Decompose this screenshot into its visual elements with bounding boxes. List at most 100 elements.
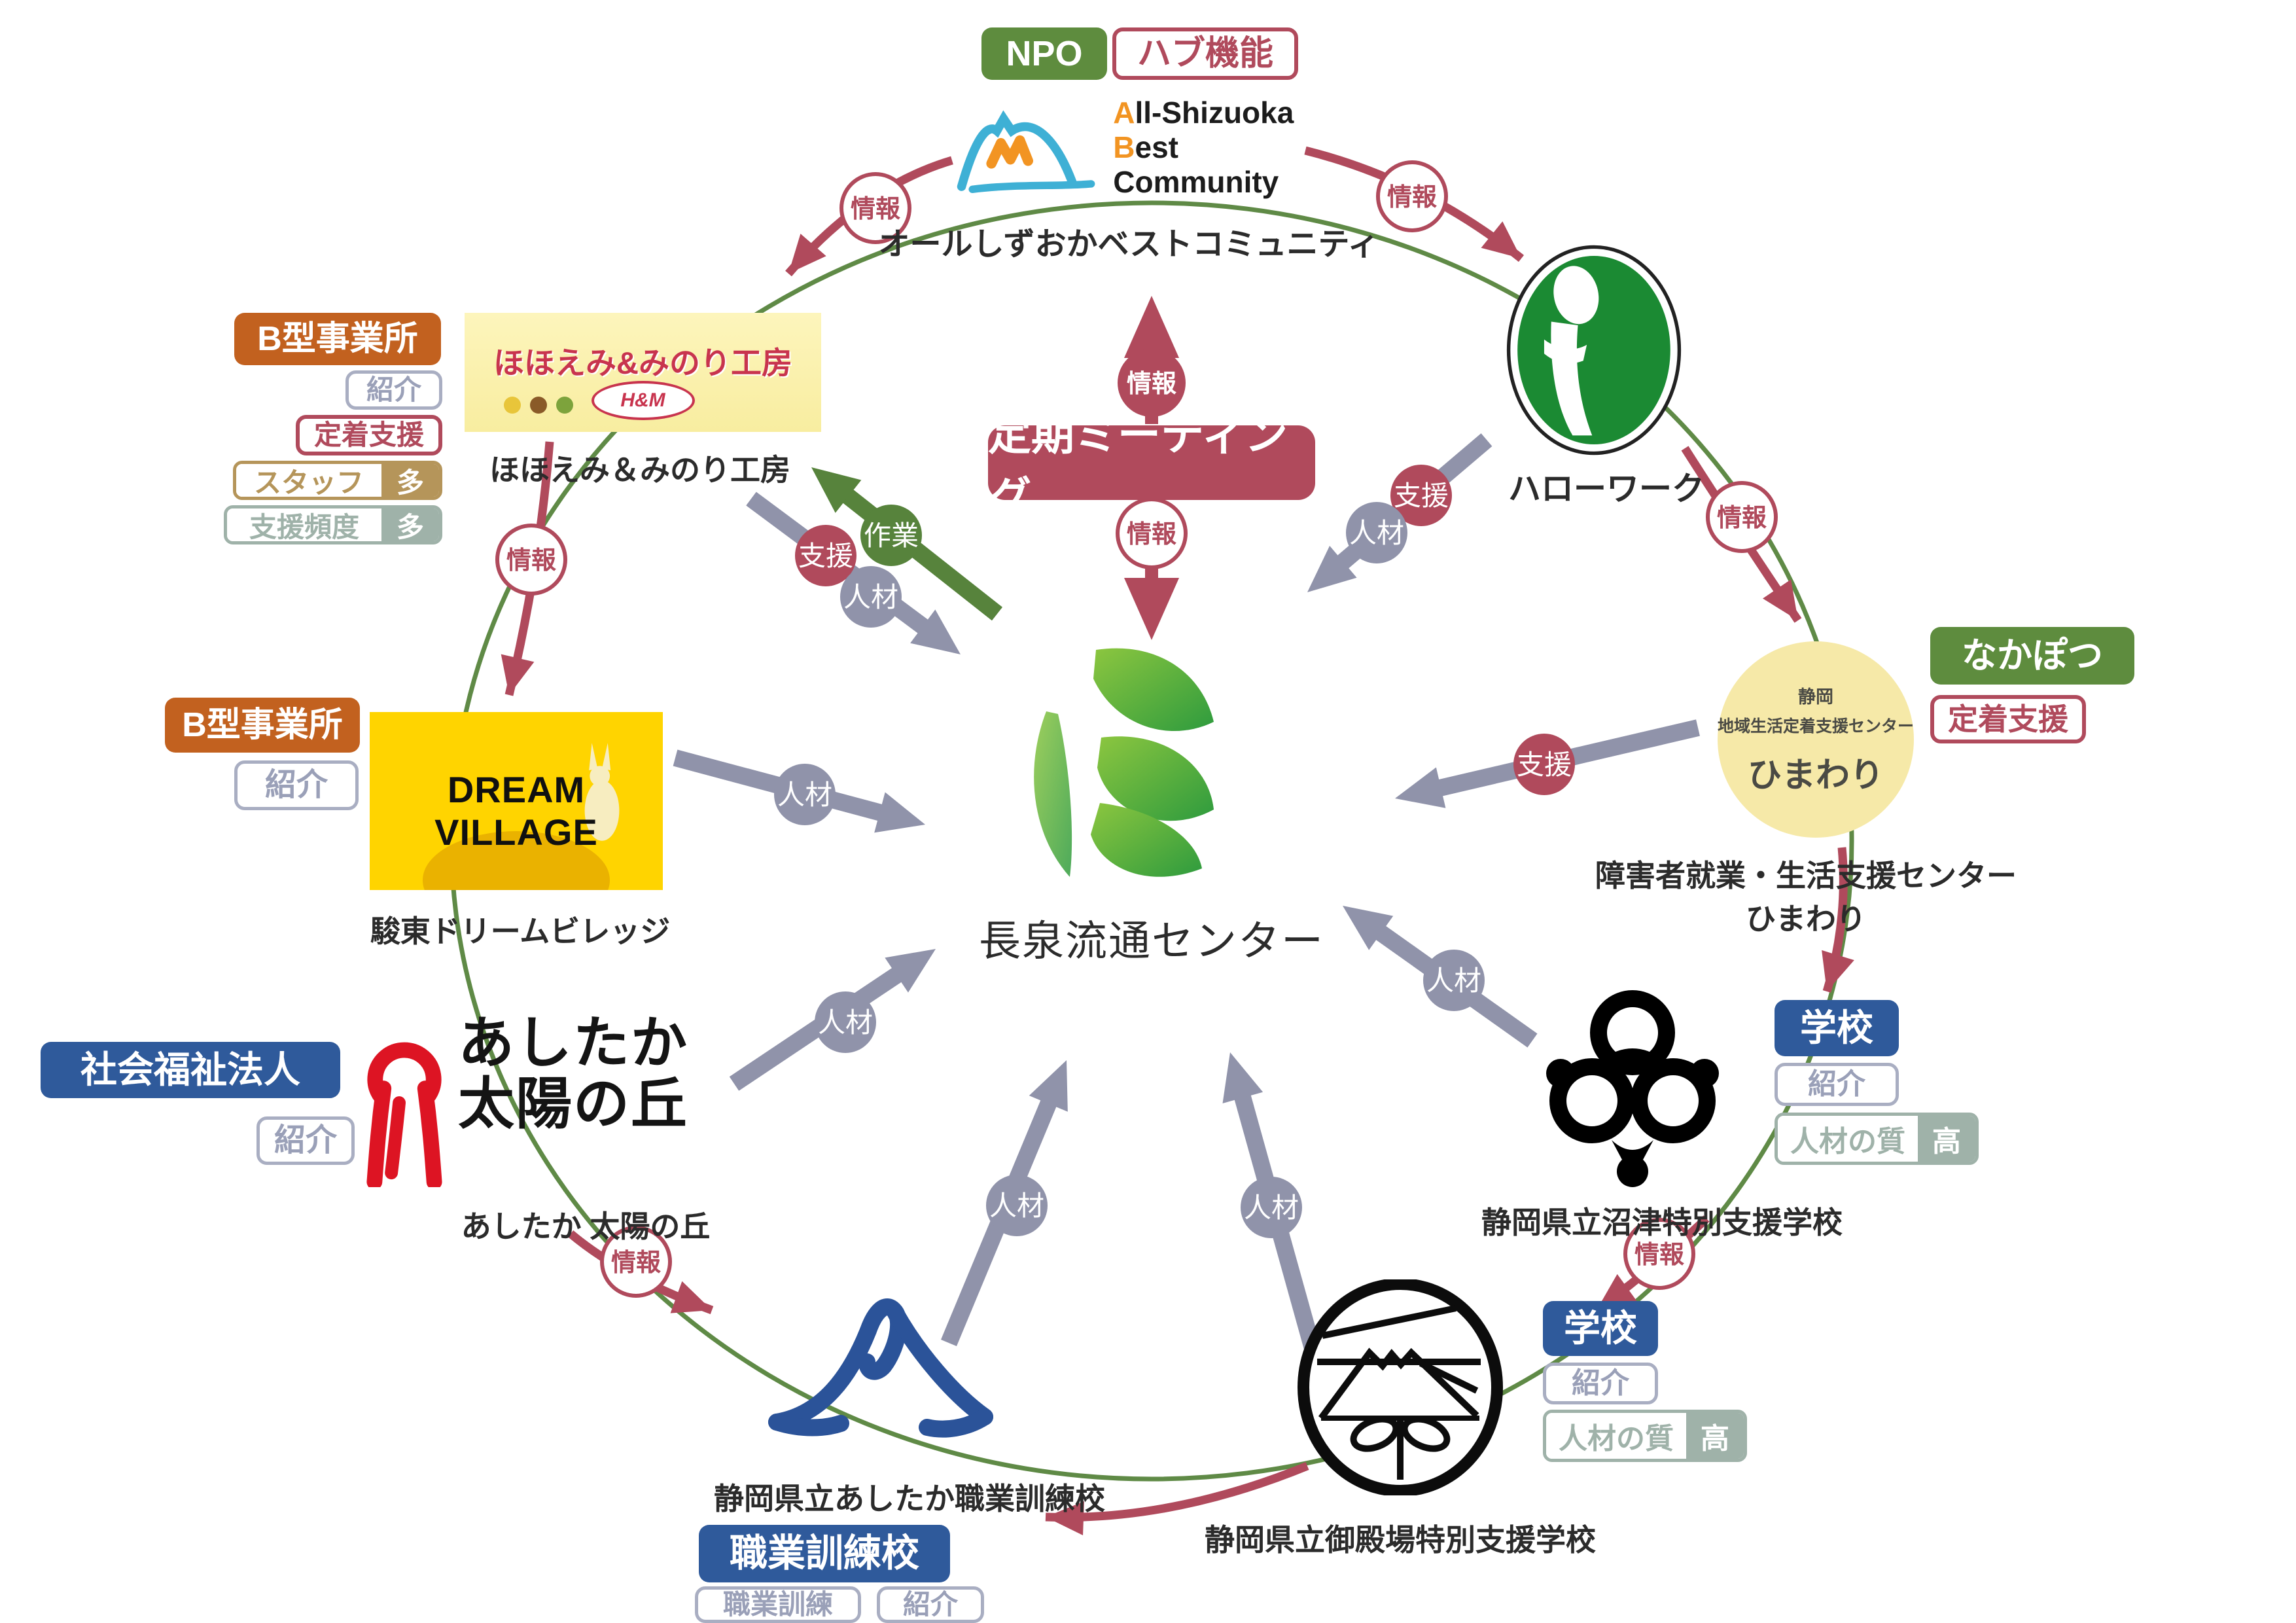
ashitaka-mark-icon [366, 1042, 442, 1187]
numazu-label: 静岡県立沼津特別支援学校 [1481, 1205, 1843, 1240]
gotemba-label: 静岡県立御殿場特別支援学校 [1205, 1523, 1596, 1557]
gotemba-quality-badge: 人材の質 高 [1543, 1410, 1747, 1462]
hohoemi-freq-key: 支援頻度 [227, 508, 381, 541]
arrowhead-himawari-center [1395, 767, 1446, 808]
arrowhead-ashitaka-kunren [670, 1281, 712, 1313]
info-label-circle [1623, 1218, 1695, 1290]
arrowhead-hellowork-himawari [1763, 579, 1798, 620]
info-label-text: 情報 [1127, 521, 1176, 548]
flow-label-circle [840, 566, 902, 628]
info-label-text: 情報 [1387, 184, 1437, 211]
npo-badge: NPO [981, 27, 1107, 80]
ashitaka-label: あしたか 太陽の丘 [461, 1209, 711, 1243]
arrowhead-hellowork-center [1307, 545, 1357, 592]
center-leaf-logo-icon [1034, 648, 1214, 877]
dv-b-badge: B型事業所 [165, 698, 360, 753]
himawari-circle-line2: 地域生活定着支援センター [1718, 717, 1915, 736]
arrowhead-hohoemi-dreamvillage [501, 654, 535, 695]
info-label-text: 情報 [1717, 505, 1767, 532]
himawari-teichaku-badge: 定着支援 [1930, 695, 2086, 743]
gotemba-emblem-icon [1298, 1279, 1503, 1495]
info-label-text: 情報 [851, 196, 900, 223]
asbc-logo-text: All-Shizuoka Best Community [1113, 96, 1294, 199]
numazu-emblem-icon [1546, 990, 1719, 1187]
hellowork-label: ハローワーク [1508, 471, 1704, 507]
hohoemi-banner: ほほえみ&みのり工房 H&M [465, 313, 821, 432]
flow-label-circle [1390, 465, 1452, 526]
numazu-school-badge: 学校 [1775, 1000, 1899, 1056]
flow-label-text: 人材 [1426, 965, 1481, 996]
ashitaka-shokai-badge: 紹介 [256, 1116, 355, 1165]
meeting-box: 定期ミーティング [988, 410, 1315, 522]
arrowhead-hohoemi-center [910, 609, 961, 654]
info-label-text: 情報 [1634, 1241, 1684, 1269]
center-label: 長泉流通センター [979, 918, 1324, 965]
ashitaka-logo-line1: あしたか [458, 1012, 688, 1075]
asbc-logo: All-Shizuoka Best Community [952, 84, 1332, 211]
himawari-circle-logo: 静岡 地域生活定着支援センター ひまわり [1718, 641, 1914, 838]
flow-arrow-center-hohoemi [836, 484, 1003, 621]
gotemba-school-badge: 学校 [1543, 1301, 1658, 1356]
kunren-sub1-badge: 職業訓練 [695, 1586, 861, 1623]
hohoemi-teichaku-badge: 定着支援 [296, 415, 442, 455]
dreamvillage-logo: DREAM VILLAGE [370, 712, 663, 890]
ashitaka-logo-text: あしたか 太陽の丘 [458, 1013, 688, 1135]
arrowhead-ashitaka-center [885, 949, 936, 993]
info-label-circle [1706, 481, 1778, 553]
hohoemi-banner-text: ほほえみ&みのり工房 [493, 346, 792, 380]
info-label-text: 情報 [611, 1249, 661, 1277]
gotemba-shokai-badge: 紹介 [1543, 1363, 1658, 1404]
nakapotsu-badge: なかぽつ [1930, 627, 2134, 685]
flow-label-text: 支援 [1394, 480, 1449, 511]
flow-label-text: 人材 [777, 779, 832, 810]
numazu-shokai-badge: 紹介 [1775, 1063, 1899, 1106]
flow-label-circle [1346, 502, 1407, 563]
flow-label-circle [1513, 734, 1575, 795]
banner-dot [530, 397, 547, 414]
arrowhead-asbc-hohoemi [788, 234, 826, 274]
gotemba-quality-key: 人材の質 [1546, 1413, 1686, 1459]
flow-label-text: 支援 [1517, 749, 1572, 780]
arrowhead-dreamvillage-center [874, 792, 925, 833]
flow-label-circle [860, 505, 922, 566]
info-label-circle [600, 1226, 672, 1298]
flow-label-circle [795, 525, 857, 586]
flow-label-circle [1423, 950, 1485, 1011]
flow-label-text: 人材 [843, 582, 898, 613]
banner-dot [504, 397, 521, 414]
shafuku-badge: 社会福祉法人 [41, 1042, 340, 1098]
kunren-sub2-badge: 紹介 [877, 1586, 984, 1623]
arrowhead-meeting-up [1124, 296, 1179, 358]
flow-label-text: 人材 [989, 1190, 1044, 1221]
dreamvillage-label: 駿東ドリームビレッジ [370, 914, 671, 948]
hohoemi-label: ほほえみ＆みのり工房 [489, 453, 790, 487]
hohoemi-freq-value: 多 [381, 508, 439, 541]
info-label-text: 情報 [1127, 370, 1176, 398]
flow-label-text: 人材 [1244, 1192, 1299, 1223]
flow-label-circle [986, 1175, 1048, 1236]
numazu-quality-value: 高 [1918, 1116, 1975, 1162]
gotemba-quality-value: 高 [1686, 1413, 1744, 1459]
arrowhead-asbc-hellowork [1481, 221, 1521, 259]
hohoemi-freq-badge: 支援頻度 多 [224, 505, 442, 544]
asbc-fuji-icon [957, 109, 1095, 193]
dv-rabbit-icon [584, 743, 620, 841]
arrowhead-gotemba-kunren [1046, 1501, 1084, 1536]
hellowork-logo-icon [1506, 245, 1682, 455]
dv-logo-text: DREAM VILLAGE [434, 769, 598, 853]
info-label-circle [1118, 349, 1186, 417]
numazu-quality-key: 人材の質 [1778, 1116, 1918, 1162]
kunren-type-badge: 職業訓練校 [699, 1525, 950, 1582]
flow-label-text: 支援 [798, 541, 853, 571]
info-label-circle [1376, 160, 1448, 232]
flow-label-circle [815, 991, 876, 1053]
himawari-label-line2: ひまわり [1746, 902, 1866, 936]
asbc-label: オールしずおかベストコミュニティ [878, 227, 1379, 262]
arrowhead-kunren-center [1029, 1060, 1068, 1112]
arrowhead-himawari-numazu [1822, 950, 1854, 991]
arrowhead-gotemba-center [1222, 1052, 1263, 1103]
hohoemi-staff-badge: スタッフ 多 [233, 461, 442, 500]
himawari-circle-line1: 静岡 [1798, 687, 1833, 707]
